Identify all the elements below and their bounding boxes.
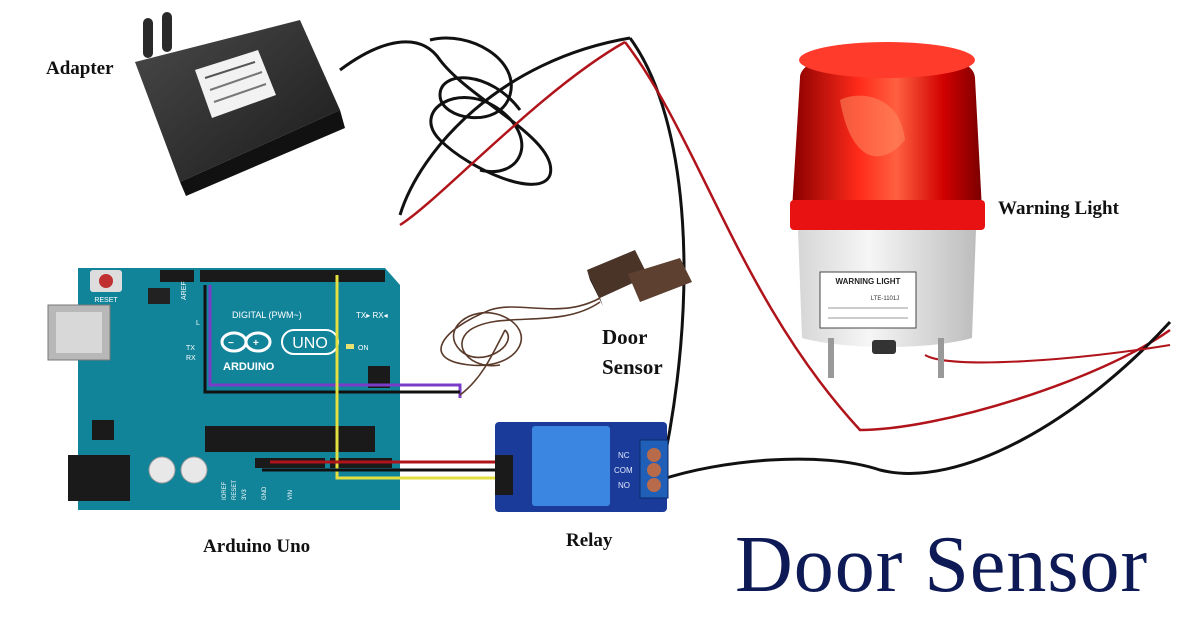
beacon-dome-top [799,42,975,78]
capacitor [180,456,208,484]
door-sensor-label: Door Sensor [602,322,663,382]
voltage-regulator [92,420,114,440]
wire-adapter-black [398,36,631,216]
svg-text:−: − [228,338,234,349]
icsp2-header [368,366,390,388]
aref-header [160,270,194,282]
rx-label: RX [186,355,196,362]
page-title: Door Sensor [735,521,1149,609]
adapter-side [180,110,345,196]
relay-no-label: NO [618,481,630,490]
adapter-cable-coil [339,36,553,186]
nameplate-heading: WARNING LIGHT [836,277,901,286]
wire-adapter-to-relay [628,37,686,481]
beacon-reflector [840,95,905,157]
usb-port-inner [56,312,102,353]
wire-yellow-signal [335,275,495,480]
warning-light-label: Warning Light [998,198,1119,219]
txrx-label: TX▸ RX◂ [356,311,388,320]
power-jack [68,455,130,501]
door-sensor-label-line2: Sensor [602,355,663,379]
relay-screw-nc [647,448,661,462]
adapter-sticker-line [204,61,256,79]
relay-label: Relay [566,530,613,551]
vin-label: VIN [288,490,294,500]
relay-module: NC COM NO [495,422,669,512]
beacon-leg [938,338,944,378]
relay-nc-label: NC [618,451,630,460]
aref-label: AREF [181,281,188,300]
digital-header [200,270,385,282]
relay-screw-com [647,463,661,477]
3v3-label: 3V3 [242,489,248,500]
capacitor [148,456,176,484]
wire-relay-to-light-black [659,320,1172,482]
relay-block [532,426,610,506]
adapter-prong-left [143,18,153,58]
l-label: L [196,320,200,327]
relay-screw-no [647,478,661,492]
on-led [346,344,354,349]
wire-adapter-red [399,40,626,227]
warning-light: WARNING LIGHT LTE-1101J [790,42,985,378]
relay-input-header [495,455,513,495]
reset-pin-label: RESET [232,480,238,500]
arduino-uno-label: Arduino Uno [203,536,311,557]
adapter-sticker-line [213,83,267,103]
atmega-chip [205,426,375,452]
tx-label: TX [186,345,195,352]
arduino-label: ARDUINO [223,361,275,373]
adapter-sticker-line [209,71,263,91]
ioref-label: IOREF [222,481,228,500]
nameplate-model: LTE-1101J [871,296,899,302]
arduino-board: RESET AREF DIGITAL (PWM~) TX▸ RX◂ − + UN… [47,268,400,510]
gnd-label: GND [262,486,268,500]
beacon-ring [790,200,985,230]
adapter [135,12,345,196]
arduino-logo: − + [220,331,272,353]
digital-label: DIGITAL (PWM~) [232,310,302,320]
door-sensor-shade [587,270,603,306]
door-sensor-part-b [628,258,692,302]
relay-com-label: COM [614,466,633,475]
svg-text:+: + [253,338,259,349]
beacon-nameplate [819,271,917,329]
beacon-terminal [872,340,896,354]
door-sensor [587,250,692,306]
wire-adapter-to-light-red [624,41,1171,432]
uno-label: UNO [292,335,328,352]
adapter-label: Adapter [46,58,114,79]
door-sensor-label-line1: Door [602,325,648,349]
on-label: ON [358,345,369,352]
door-sensor-part-a [587,250,648,298]
adapter-prong-right [162,12,172,52]
icsp-header [148,288,170,304]
door-sensor-cable [440,297,601,396]
reset-label: RESET [94,297,118,304]
reset-button-cap [99,274,113,288]
wire-black-gnd-sensor [203,285,460,394]
beacon-leg [828,338,834,378]
